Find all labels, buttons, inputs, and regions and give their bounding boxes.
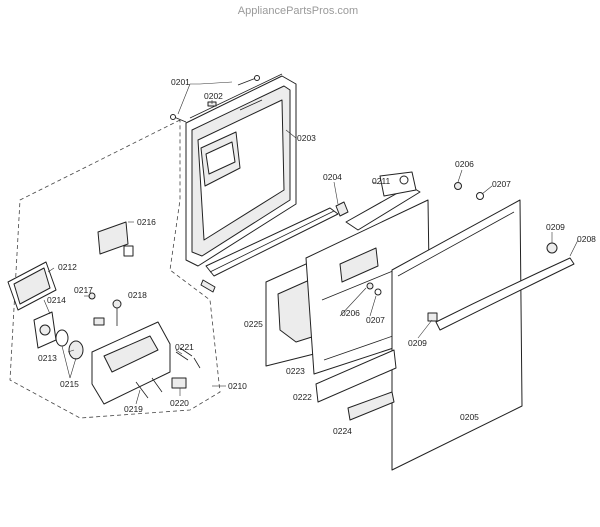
label-0221: 0221	[175, 342, 194, 352]
dispenser-gasket	[7, 261, 57, 311]
door-seal-strip	[205, 207, 339, 277]
washer-0207	[476, 192, 484, 200]
screw-0206	[454, 182, 462, 190]
cover-flap	[97, 221, 129, 255]
actuator-0220	[171, 377, 187, 389]
plug-0218	[112, 299, 122, 309]
label-0222: 0222	[293, 392, 312, 402]
label-0212: 0212	[58, 262, 77, 272]
label-0202: 0202	[204, 91, 223, 101]
ring-seal	[55, 329, 69, 347]
part-labels: 0201 0202 0203 0204 0205 0206 0206 0207 …	[38, 77, 596, 436]
label-0211: 0211	[372, 176, 391, 186]
label-0208: 0208	[577, 234, 596, 244]
springs-0221	[175, 347, 201, 369]
label-0207-mid: 0207	[366, 315, 385, 325]
handle-cap	[546, 242, 558, 254]
label-0219: 0219	[124, 404, 143, 414]
rinse-aid-cap	[68, 340, 84, 360]
handle-end-cap	[427, 312, 438, 322]
label-0210: 0210	[228, 381, 247, 391]
label-0207-top: 0207	[492, 179, 511, 189]
label-0220: 0220	[170, 398, 189, 408]
label-0213: 0213	[38, 353, 57, 363]
label-0201: 0201	[171, 77, 190, 87]
label-0223: 0223	[286, 366, 305, 376]
label-0215: 0215	[60, 379, 79, 389]
label-0225: 0225	[244, 319, 263, 329]
cover-plate	[123, 245, 134, 257]
label-0217: 0217	[74, 285, 93, 295]
inner-door-panel	[185, 73, 297, 267]
hinge-bracket	[345, 171, 421, 231]
springs-0219	[135, 377, 163, 399]
label-0206-mid: 0206	[341, 308, 360, 318]
label-0204: 0204	[323, 172, 342, 182]
lower-strip	[315, 349, 397, 403]
label-0216: 0216	[137, 217, 156, 227]
label-0203: 0203	[297, 133, 316, 143]
screw-0206-lower	[366, 282, 374, 290]
label-0218: 0218	[128, 290, 147, 300]
dispenser-body	[91, 321, 171, 405]
label-0224: 0224	[333, 426, 352, 436]
hinge-clip	[200, 279, 216, 293]
lever-0217	[93, 317, 105, 326]
label-0205: 0205	[460, 412, 479, 422]
door-handle	[435, 257, 575, 331]
detergent-cup	[33, 311, 57, 349]
label-0209-mid: 0209	[408, 338, 427, 348]
label-0214: 0214	[47, 295, 66, 305]
label-0206-top: 0206	[455, 159, 474, 169]
bracket-clip	[335, 201, 349, 217]
watermark: AppliancePartsPros.com	[238, 5, 358, 17]
label-0209-top: 0209	[546, 222, 565, 232]
leader-lines	[43, 81, 579, 405]
washer-0207-lower	[374, 288, 382, 296]
toe-strip	[347, 391, 395, 421]
screws-top	[170, 75, 260, 123]
